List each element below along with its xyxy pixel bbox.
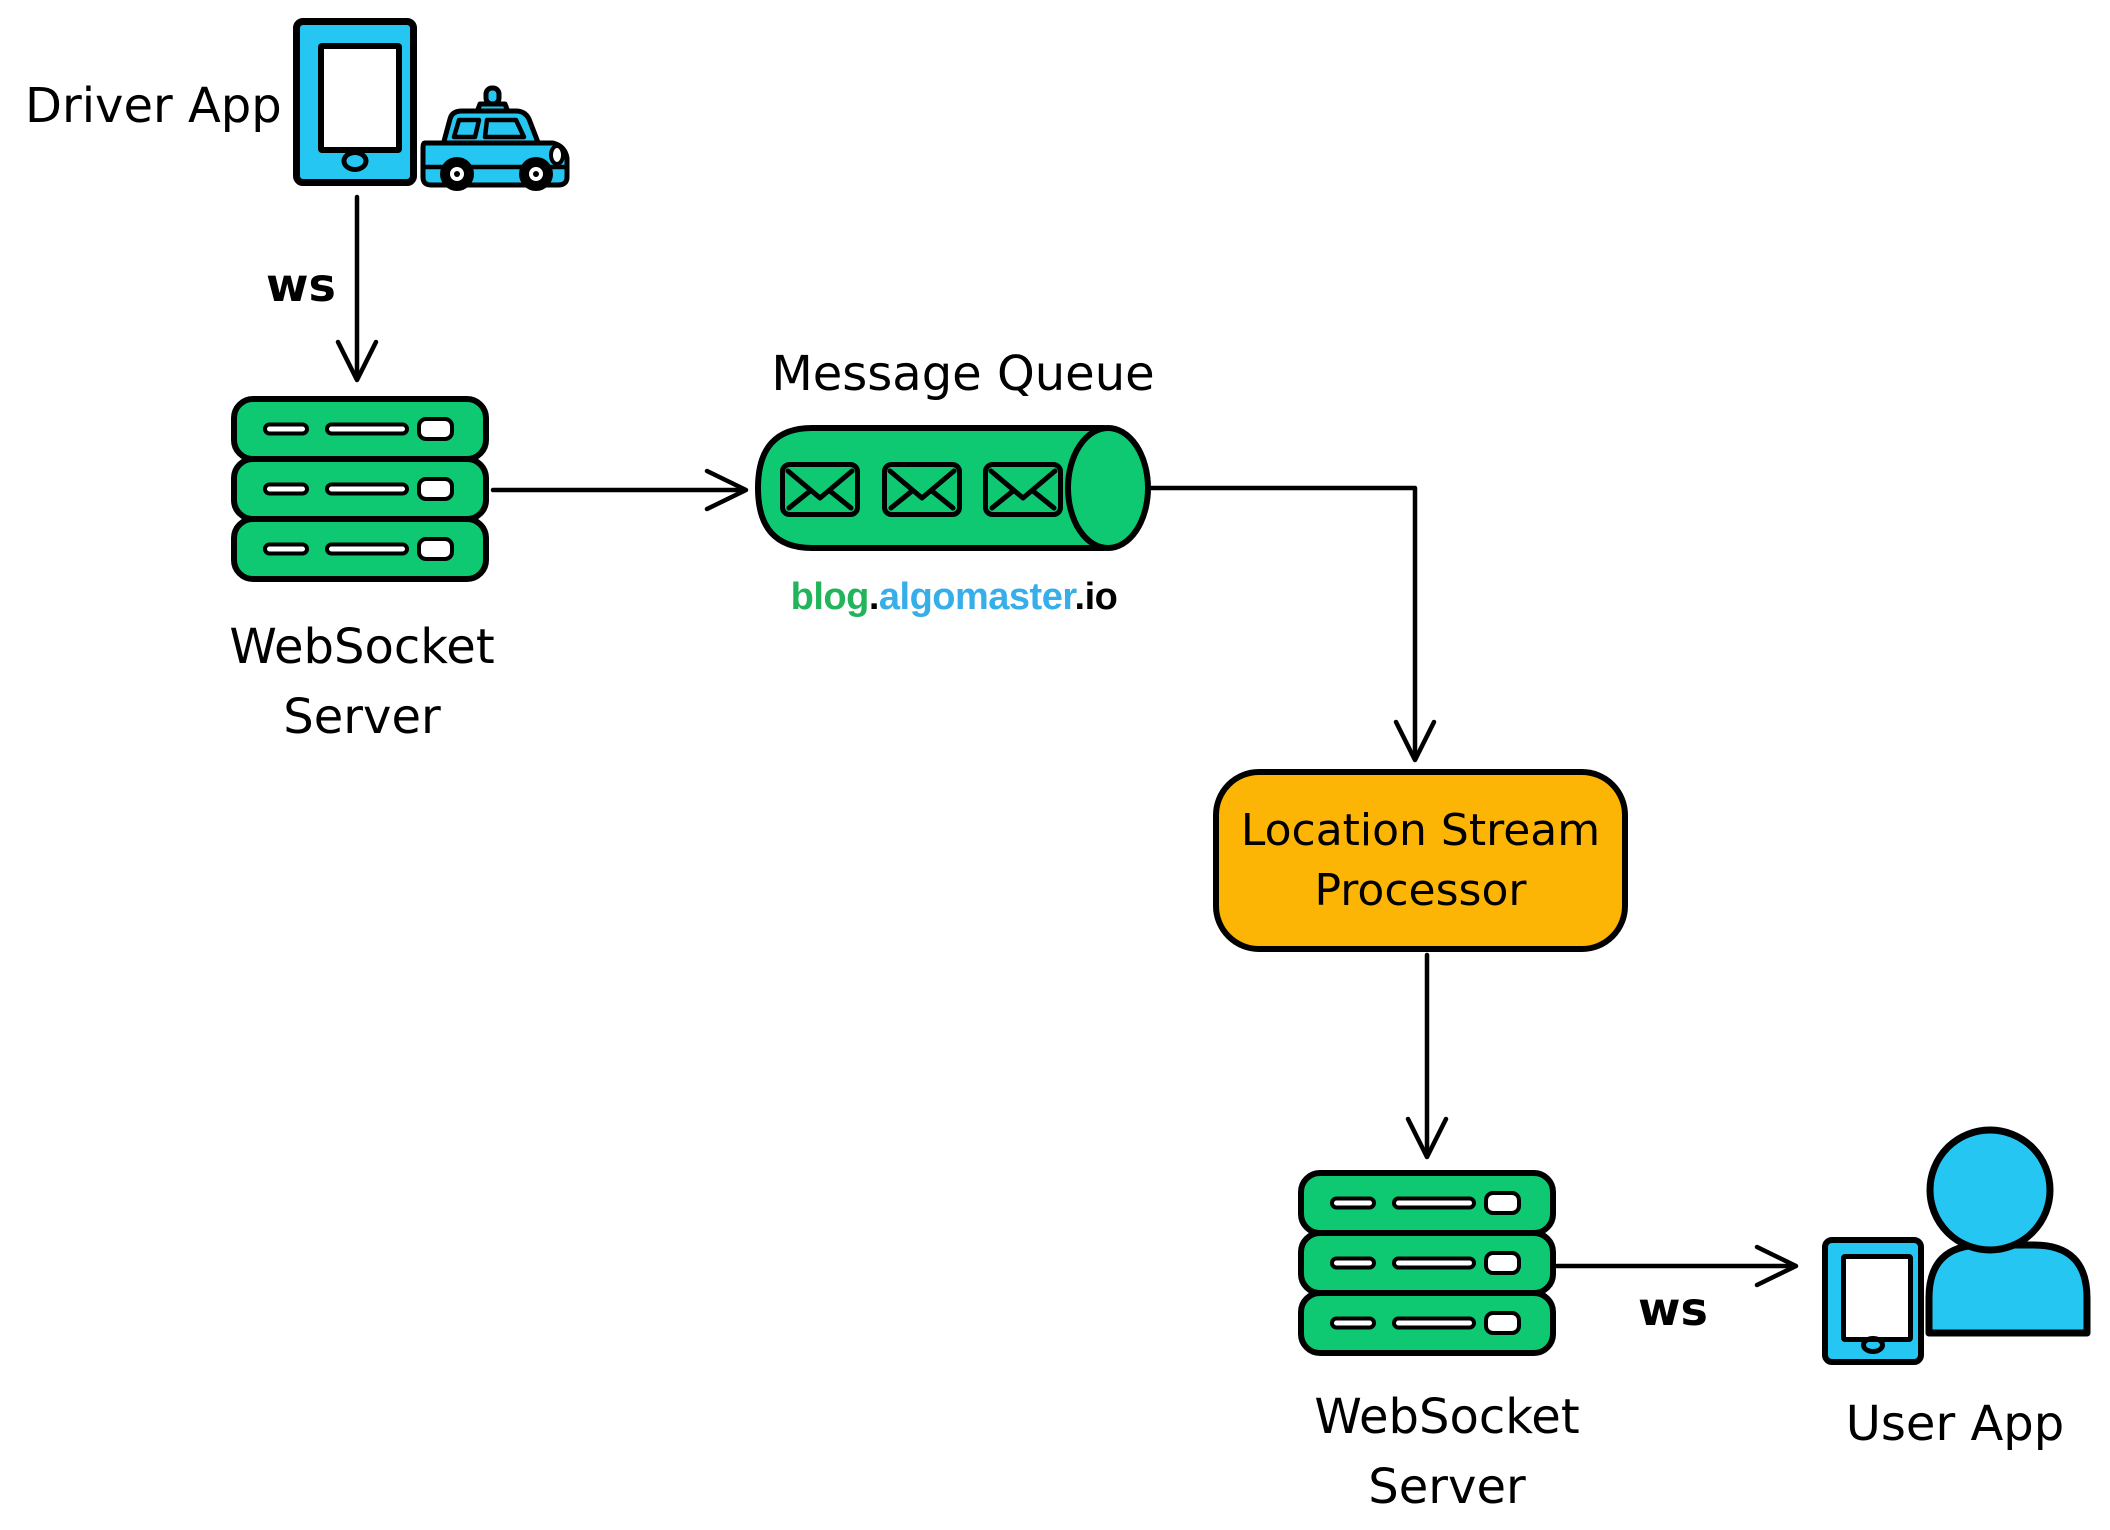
arrow-queue-to-lsp: [1147, 485, 1437, 763]
phone-screen: [1841, 1254, 1913, 1342]
websocket-server-1-icon: [231, 396, 489, 582]
watermark-text: blog.algomaster.io: [790, 576, 1118, 618]
server-port: [417, 477, 454, 501]
server-port: [417, 417, 454, 441]
wheel-icon: [440, 157, 474, 191]
server-unit: [231, 516, 489, 582]
queue-cylinder-icon: [755, 425, 1151, 551]
envelope-icon: [882, 462, 962, 517]
server-unit: [1298, 1230, 1556, 1296]
server-led-bar: [325, 482, 409, 496]
arrow-lsp-to-ws2: [1405, 952, 1449, 1160]
phone-home-button-icon: [341, 150, 369, 172]
user-smartphone-icon: [1822, 1237, 1924, 1365]
driver-app-label: Driver App: [25, 78, 282, 134]
envelope-icon: [983, 462, 1063, 517]
server-led-bar: [1392, 1256, 1476, 1270]
server-led-bar: [263, 542, 309, 556]
arrow-driver-to-ws1: [335, 194, 379, 383]
location-stream-processor-box: Location Stream Processor: [1213, 769, 1628, 952]
ws-edge-label-user: ws: [1638, 1282, 1708, 1336]
server-unit: [1298, 1290, 1556, 1356]
message-queue-title: Message Queue: [771, 346, 1155, 402]
person-icon: [1925, 1126, 2091, 1337]
wheel-icon: [519, 157, 553, 191]
websocket-server-2-icon: [1298, 1170, 1556, 1356]
server-led-bar: [1392, 1196, 1476, 1210]
server-port: [417, 537, 454, 561]
user-app-label: User App: [1845, 1396, 2065, 1452]
server-led-bar: [1330, 1256, 1376, 1270]
server-unit: [231, 456, 489, 522]
server-port: [1484, 1251, 1521, 1275]
envelope-icon: [780, 462, 860, 517]
phone-screen: [318, 43, 402, 153]
server-led-bar: [325, 422, 409, 436]
driver-smartphone-icon: [293, 18, 417, 186]
server-led-bar: [263, 422, 309, 436]
server-unit: [1298, 1170, 1556, 1236]
arrow-ws1-to-queue: [490, 468, 749, 512]
server-port: [1484, 1191, 1521, 1215]
server-led-bar: [263, 482, 309, 496]
server-unit: [231, 396, 489, 462]
server-led-bar: [1330, 1316, 1376, 1330]
server-led-bar: [325, 542, 409, 556]
server-port: [1484, 1311, 1521, 1335]
taxi-icon: [420, 85, 570, 191]
websocket-server-2-label: WebSocket Server: [1314, 1389, 1580, 1515]
arrow-ws2-to-user: [1554, 1244, 1799, 1288]
server-led-bar: [1330, 1196, 1376, 1210]
websocket-server-1-label: WebSocket Server: [229, 619, 495, 745]
phone-home-button-icon: [1861, 1336, 1885, 1354]
location-stream-processor-label: Location Stream: [1240, 804, 1601, 856]
ws-edge-label-driver: ws: [266, 258, 336, 312]
server-led-bar: [1392, 1316, 1476, 1330]
